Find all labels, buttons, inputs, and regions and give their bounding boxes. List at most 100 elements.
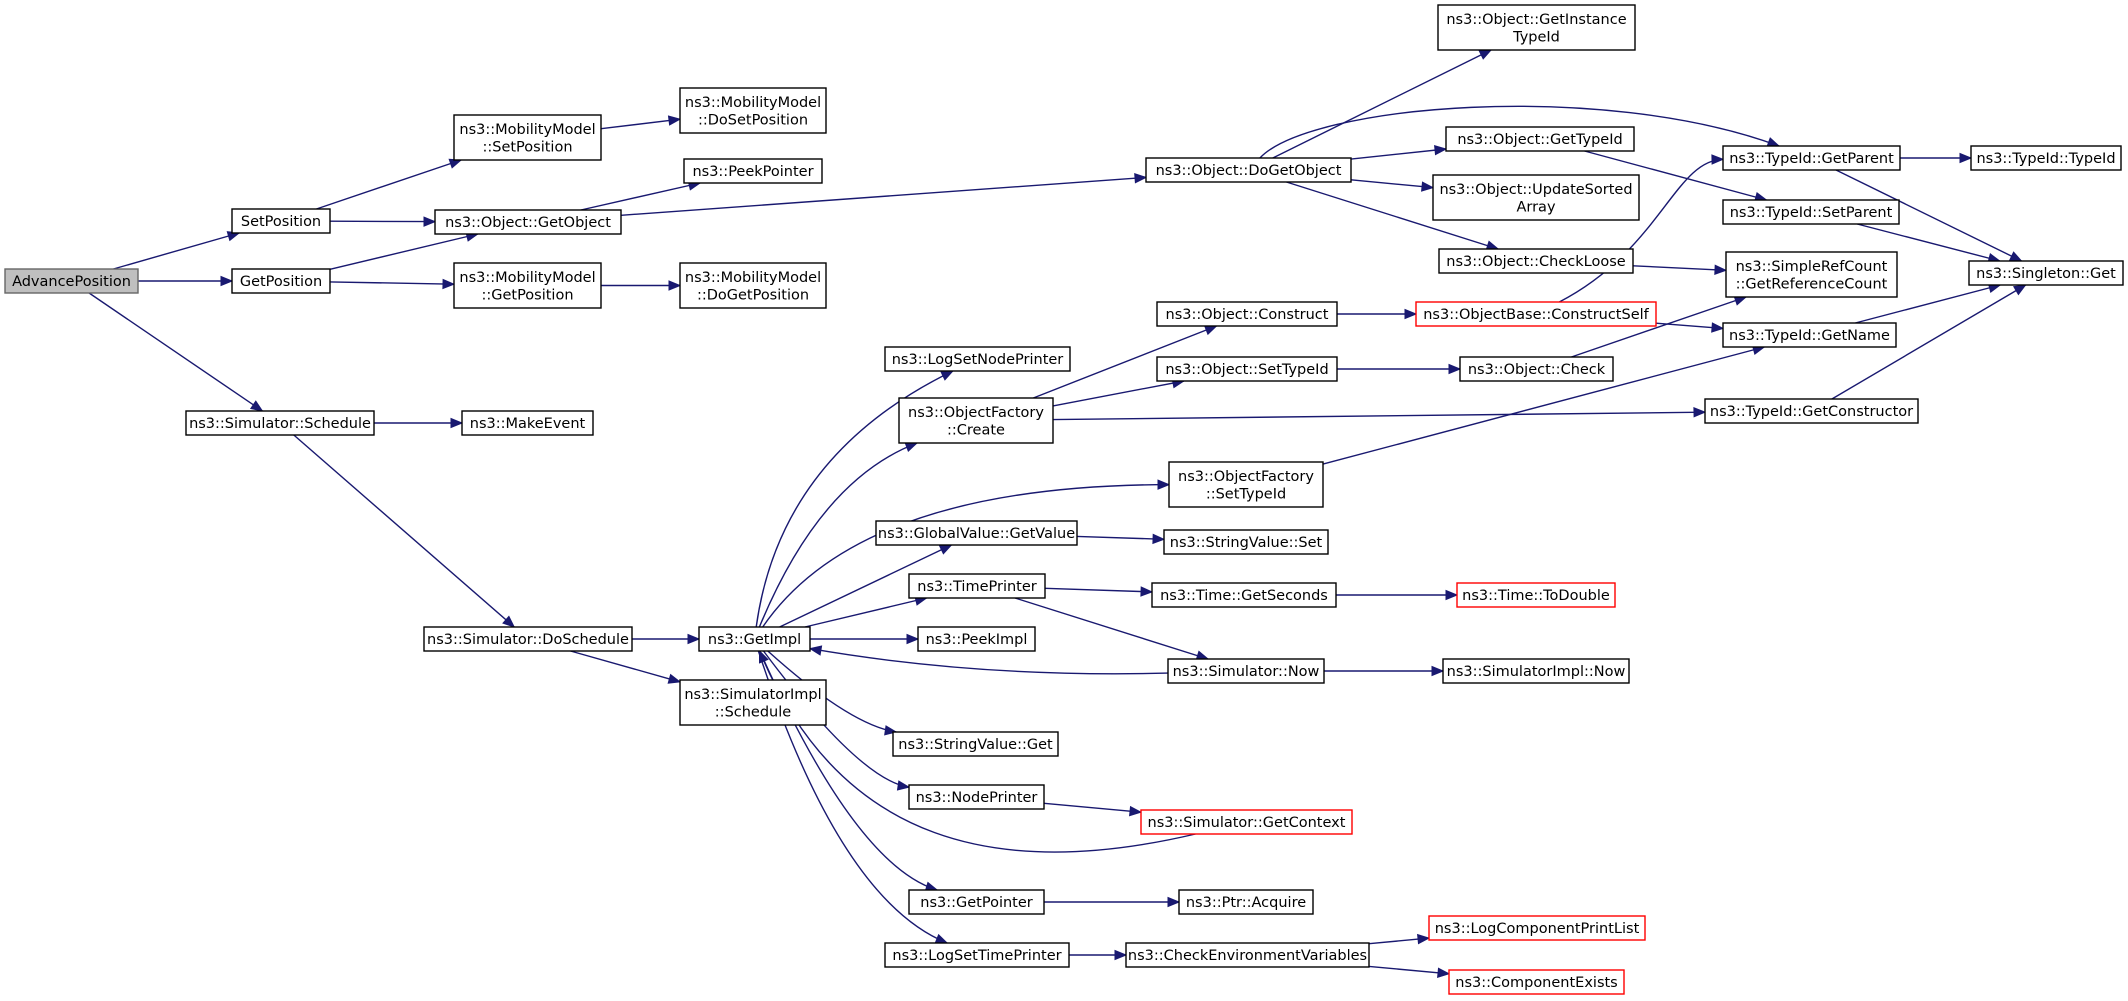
edge-arrowhead [1157,479,1171,490]
edge-line [1368,965,1450,975]
node-refcount[interactable]: ns3::SimpleRefCount::GetReferenceCount [1725,251,1898,298]
node-time-getseconds[interactable]: ns3::Time::GetSeconds [1151,582,1337,608]
node-box [1432,174,1640,221]
node-getpointer[interactable]: ns3::GetPointer [908,889,1045,915]
edge-line [804,597,927,628]
node-obj-check[interactable]: ns3::Object::Check [1459,356,1614,382]
node-simimpl-schedule[interactable]: ns3::SimulatorImpl::Schedule [679,679,827,726]
node-advance[interactable]: AdvancePosition [4,268,139,294]
edge-nodeprinter-to-sim_getcontext [1043,802,1143,817]
node-ptr-acquire[interactable]: ns3::Ptr::Acquire [1178,889,1314,915]
edges-layer [88,49,2027,978]
edge-sim_now-to-getimpl [808,645,1169,675]
edge-line [580,182,701,211]
edge-line [88,292,263,412]
edge-line [1350,179,1434,189]
node-tid-getconstructor[interactable]: ns3::TypeId::GetConstructor [1704,398,1919,424]
node-obj-construct[interactable]: ns3::Object::Construct [1156,301,1338,327]
node-tid-getparent[interactable]: ns3::TypeId::GetParent [1722,145,1901,171]
node-label: ns3::LogSetTimePrinter [892,948,1061,964]
node-label: ns3::MobilityModel [685,270,821,286]
node-box [679,87,827,134]
edge-arrowhead [1959,152,1973,164]
node-label: ::SetPosition [482,139,572,155]
node-tid-getname[interactable]: ns3::TypeId::GetName [1722,322,1897,348]
node-box [1125,942,1370,968]
node-sv-get[interactable]: ns3::StringValue::Get [892,731,1059,757]
node-box [679,679,827,726]
node-logsetnodeprinter[interactable]: ns3::LogSetNodePrinter [884,346,1071,372]
node-time-todouble[interactable]: ns3::Time::ToDouble [1456,582,1616,608]
node-label: ns3::MobilityModel [459,122,595,138]
node-label: ns3::SimulatorImpl [684,687,821,703]
node-nodeprinter[interactable]: ns3::NodePrinter [908,784,1045,810]
node-makeevent[interactable]: ns3::MakeEvent [461,410,594,436]
node-gv-getvalue[interactable]: ns3::GlobalValue::GetValue [875,520,1078,546]
edge-advance-to-sim_schedule [88,292,264,412]
edge-line [1584,150,1767,201]
edge-line [570,650,681,683]
node-getpos[interactable]: GetPosition [231,268,331,294]
node-label: ns3::Object::Check [1468,362,1606,378]
node-simimpl-now[interactable]: ns3::SimulatorImpl::Now [1442,658,1630,684]
node-timeprinter[interactable]: ns3::TimePrinter [908,573,1046,599]
edge-getobject-to-dogetobject [620,172,1148,216]
node-label: ::GetPosition [481,287,573,303]
node-sim-getcontext[interactable]: ns3::Simulator::GetContext [1140,809,1353,835]
node-sim-now[interactable]: ns3::Simulator::Now [1167,658,1325,684]
node-of-create[interactable]: ns3::ObjectFactory::Create [898,397,1054,444]
node-label: ns3::SimpleRefCount [1736,259,1888,275]
node-sim-doschedule[interactable]: ns3::Simulator::DoSchedule [423,626,633,652]
node-box [1167,658,1325,684]
node-componentexists[interactable]: ns3::ComponentExists [1448,969,1625,995]
node-checkloose[interactable]: ns3::Object::CheckLoose [1438,248,1634,274]
node-label: ns3::Time::ToDouble [1462,588,1610,604]
node-tid-setparent[interactable]: ns3::TypeId::SetParent [1722,199,1900,225]
edge-arrowhead [940,370,954,381]
node-obj-settypeid[interactable]: ns3::Object::SetTypeId [1156,356,1338,382]
edge-checkloose-to-refcount [1632,264,1728,276]
node-logcompprintlist[interactable]: ns3::LogComponentPrintList [1428,915,1646,941]
node-box [1437,4,1636,51]
edge-arrowhead [442,278,456,290]
edge-arrowhead [906,633,920,645]
edge-arrowhead [934,933,949,944]
node-singleton-get[interactable]: ns3::Singleton::Get [1968,260,2124,286]
node-box [185,410,375,436]
edge-obj_settypeid-to-obj_check [1337,363,1462,375]
node-label: ns3::Simulator::Now [1173,664,1320,680]
edge-sim_now-to-simimpl_now [1324,665,1445,677]
node-setpos[interactable]: SetPosition [231,208,331,234]
node-box [1448,969,1625,995]
node-dogetobject[interactable]: ns3::Object::DoGetObject [1145,157,1352,183]
node-mm-setpos[interactable]: ns3::MobilityModel::SetPosition [453,114,602,161]
node-sv-set[interactable]: ns3::StringValue::Set [1163,529,1329,555]
edge-constructself-to-tid_getparent [1558,154,1725,303]
edge-arrowhead [423,216,437,227]
node-peekimpl[interactable]: ns3::PeekImpl [917,626,1036,652]
node-getimpl[interactable]: ns3::GetImpl [698,626,811,652]
node-label: ns3::ObjectFactory [908,405,1044,421]
node-getobject[interactable]: ns3::Object::GetObject [434,209,622,235]
node-mm-dogetpos[interactable]: ns3::MobilityModel::DoGetPosition [679,262,827,309]
node-box [908,784,1045,810]
node-tid-typeid[interactable]: ns3::TypeId::TypeId [1970,145,2122,171]
node-checkenv[interactable]: ns3::CheckEnvironmentVariables [1125,942,1370,968]
node-box [1438,248,1634,274]
edge-arrowhead [1445,589,1459,601]
node-label: ns3::ObjectFactory [1178,469,1314,485]
node-box [683,158,823,184]
node-obj-gettypeid[interactable]: ns3::Object::GetTypeId [1445,126,1635,152]
node-constructself[interactable]: ns3::ObjectBase::ConstructSelf [1415,301,1657,327]
node-mm-dosetpos[interactable]: ns3::MobilityModel::DoSetPosition [679,87,827,134]
node-box [1725,251,1898,298]
node-sim-schedule[interactable]: ns3::Simulator::Schedule [185,410,375,436]
node-peekpointer[interactable]: ns3::PeekPointer [683,158,823,184]
node-label: ns3::Simulator::DoSchedule [427,632,629,648]
node-mm-getpos[interactable]: ns3::MobilityModel::GetPosition [453,262,602,309]
node-box [1163,529,1329,555]
node-logsettimeprinter[interactable]: ns3::LogSetTimePrinter [884,942,1070,968]
node-of-settypeid[interactable]: ns3::ObjectFactory::SetTypeId [1168,461,1324,508]
